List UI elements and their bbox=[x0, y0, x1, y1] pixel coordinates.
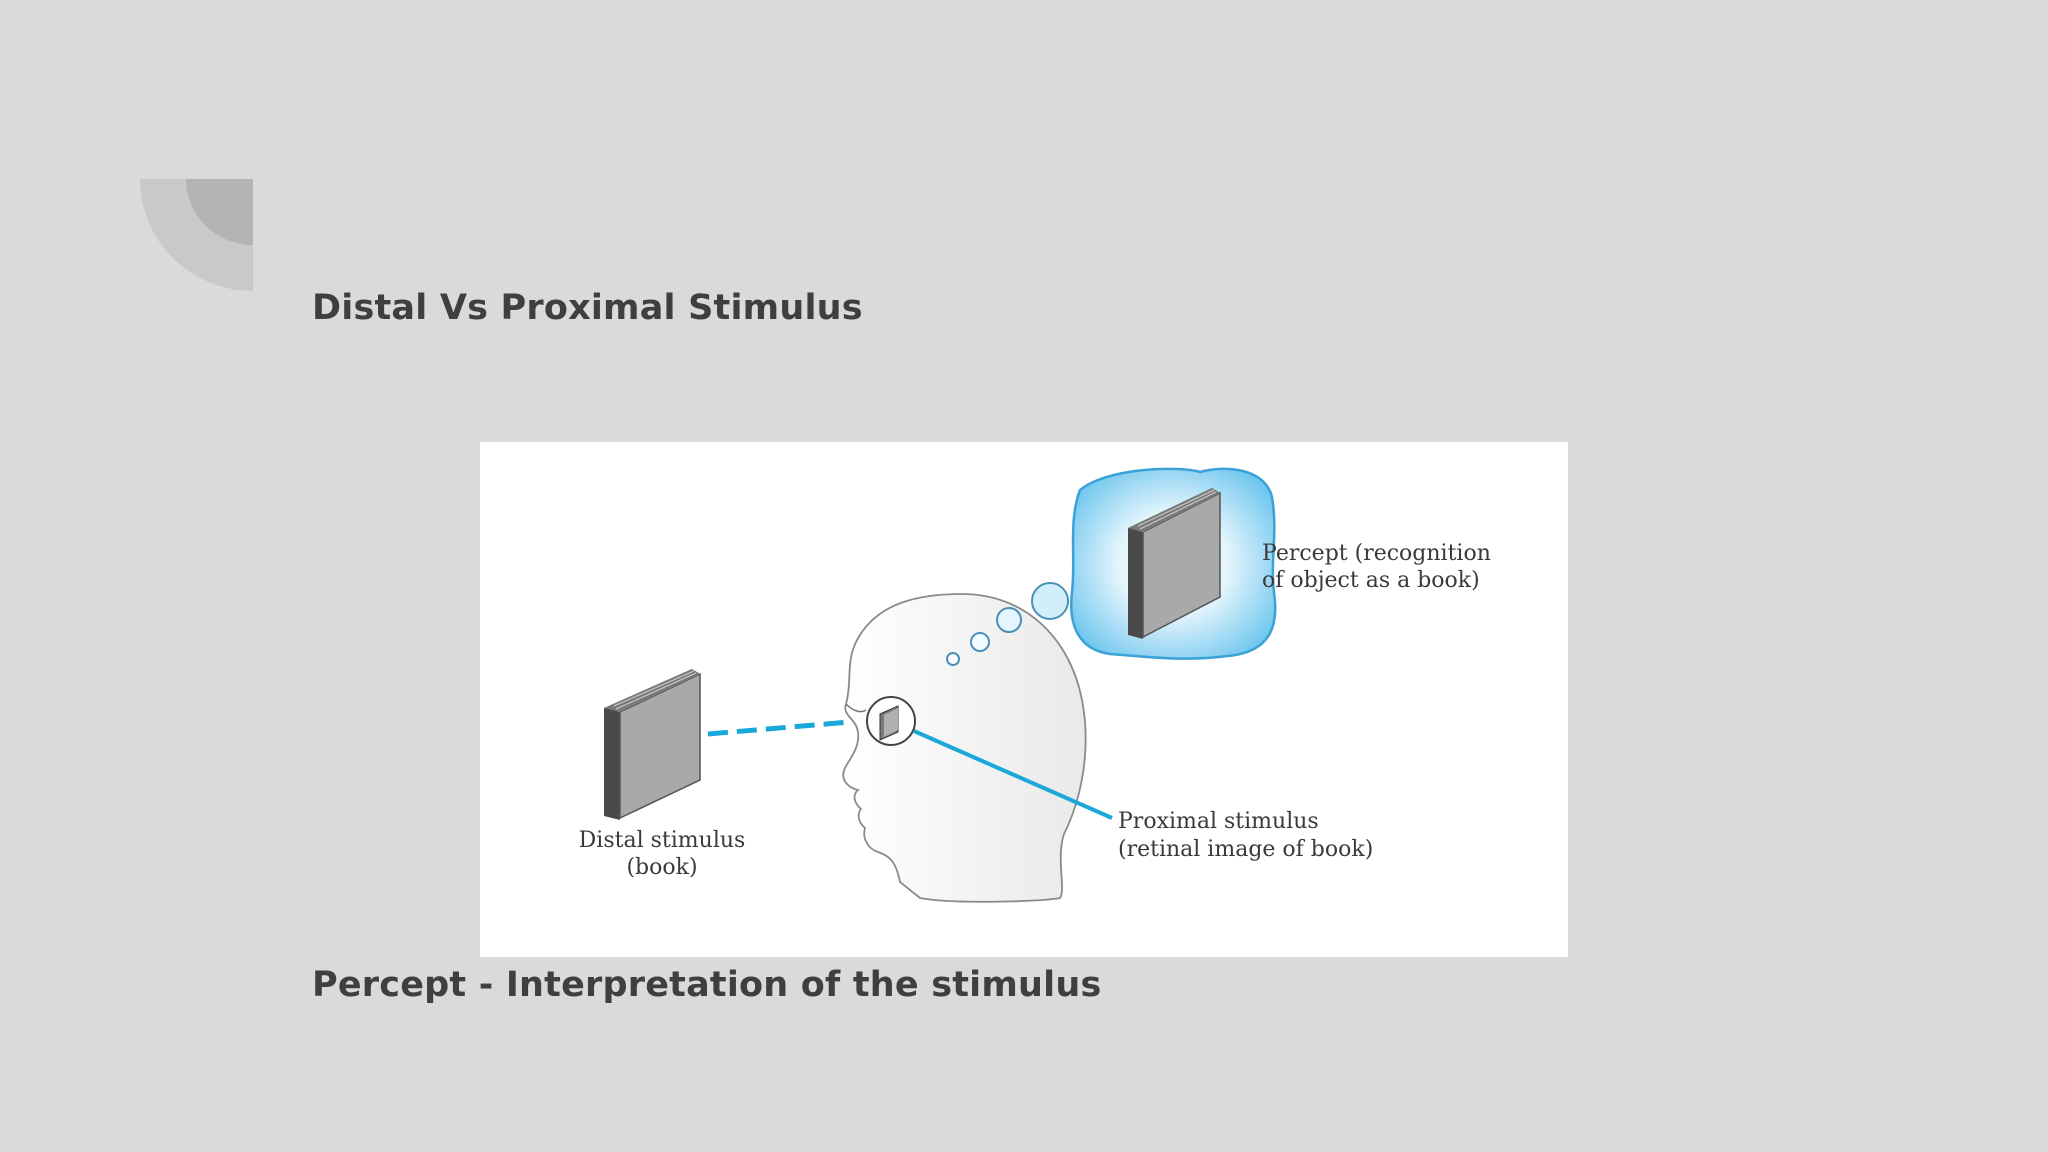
perception-diagram: Distal stimulus (book) Proximal stimulus… bbox=[480, 442, 1568, 957]
thought-bubbles bbox=[946, 582, 1069, 666]
distal-book-icon bbox=[604, 669, 701, 820]
percept-book-icon bbox=[1128, 488, 1221, 639]
proximal-label-line1: Proximal stimulus bbox=[1118, 809, 1319, 834]
distal-label-line1: Distal stimulus bbox=[579, 828, 746, 853]
distal-light-path bbox=[707, 719, 851, 737]
distal-label-line2: (book) bbox=[626, 855, 697, 880]
slide-title: Distal Vs Proximal Stimulus bbox=[312, 288, 863, 328]
head-profile bbox=[842, 593, 1087, 903]
slide-subtitle: Percept - Interpretation of the stimulus bbox=[312, 965, 1102, 1005]
corner-decoration bbox=[140, 179, 253, 291]
proximal-label-line2: (retinal image of book) bbox=[1118, 837, 1373, 862]
percept-label-line1: Percept (recognition bbox=[1262, 541, 1491, 566]
percept-label-line2: of object as a book) bbox=[1262, 568, 1480, 593]
proximal-pointer-line bbox=[913, 729, 1113, 820]
eye-icon bbox=[866, 696, 916, 746]
